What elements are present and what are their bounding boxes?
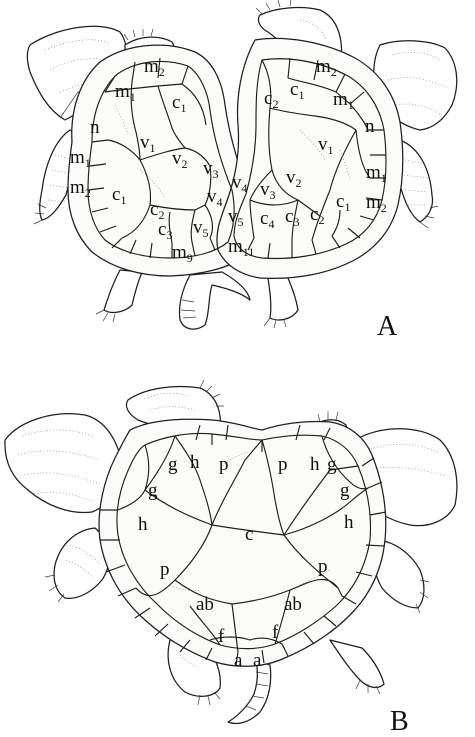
scute-label: g bbox=[340, 480, 350, 501]
scute-label: g bbox=[168, 454, 178, 475]
scute-label: h bbox=[344, 512, 354, 533]
scute-label: g bbox=[148, 480, 158, 501]
scute-label: n bbox=[365, 116, 375, 137]
scute-label: p bbox=[219, 454, 229, 475]
left-hind-foot-a bbox=[104, 270, 142, 312]
panel-a: m2 m1 c1 n v1 v2 m1 v3 m2 c1 v4 c2 c3 v5… bbox=[27, 0, 456, 342]
scute-label: p bbox=[318, 556, 328, 577]
scute-label: h bbox=[190, 452, 200, 473]
right-hind-foot-a bbox=[268, 278, 298, 320]
scute-label: f bbox=[218, 626, 225, 647]
scute-label: a bbox=[253, 650, 262, 671]
tail-a bbox=[179, 272, 250, 329]
scute-label: ab bbox=[284, 594, 302, 615]
scute-label: h bbox=[310, 454, 320, 475]
right-carapace-a bbox=[217, 38, 403, 278]
panel-b-label: B bbox=[390, 706, 409, 737]
right-hind-leg-b bbox=[330, 640, 384, 687]
panel-a-label: A bbox=[377, 311, 398, 342]
scute-label: f bbox=[272, 622, 279, 643]
scute-label: g bbox=[327, 454, 337, 475]
scute-label: a bbox=[234, 650, 243, 671]
scute-label: c bbox=[245, 524, 253, 545]
scute-label: h bbox=[138, 514, 148, 535]
scute-label: n bbox=[90, 117, 100, 138]
scute-label: p bbox=[278, 454, 288, 475]
scute-label: p bbox=[160, 559, 170, 580]
plastron-outline-b bbox=[99, 419, 386, 666]
scute-label: ab bbox=[196, 594, 214, 615]
panel-b: h p p h g g g g h c h p p ab ab f f a a … bbox=[5, 380, 457, 737]
